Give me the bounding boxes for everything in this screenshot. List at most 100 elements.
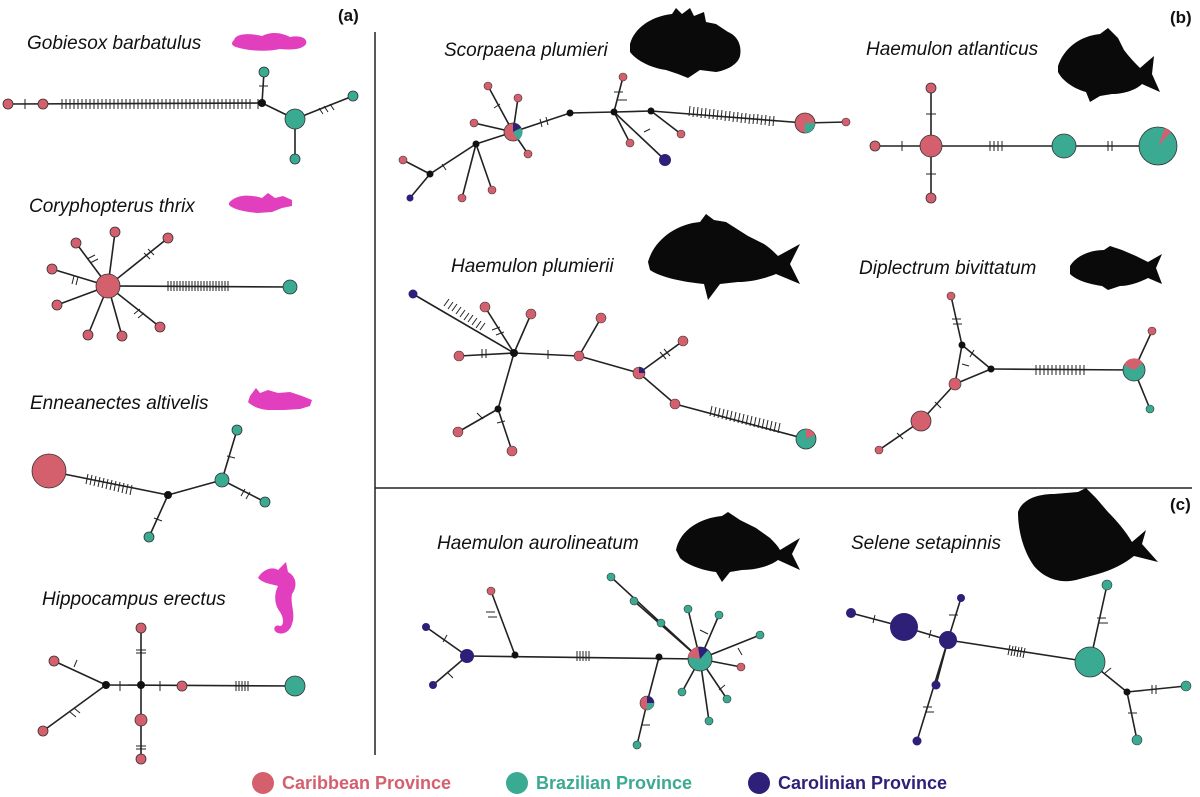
species-name-h-atlanticus: Haemulon atlanticus [866,39,1039,60]
panel-label-b: (b) [1170,8,1192,27]
median-vector-node [494,405,502,413]
haplotype-node [683,604,693,614]
network-selene [846,579,1192,746]
haplotype-node [874,445,884,455]
haplotype-node [676,129,686,139]
haplotype-node [1131,734,1143,746]
haplotype-node [925,82,937,94]
pie-slice [806,429,815,439]
haplotype-node [231,424,243,436]
haplotype-node [677,687,687,697]
pie-slice [688,647,700,659]
legend-label-carolinian: Carolinian Province [778,772,948,793]
pie-slice [639,367,645,373]
haplotype-node [95,273,121,299]
haplotype-node [469,118,479,128]
pie-slice [647,696,654,703]
median-vector-node [958,341,966,349]
haplotype-node [453,350,465,362]
haplotype-node [258,66,270,78]
network-haemulon-atlanticus [869,82,1178,204]
haplotype-node [70,237,82,249]
haplotype-node [625,138,635,148]
haplotype-node [259,496,271,508]
network-haemulon-plumierii [408,289,817,457]
haplotype-node [704,716,714,726]
haplotype-node [659,154,671,166]
haplotype-node [1145,404,1155,414]
median-vector-node [137,681,145,689]
haplotype-node [479,301,491,313]
median-vector-node [987,365,995,373]
median-vector-node [647,107,655,115]
haplotype-node [606,572,616,582]
haplotype-node [632,740,642,750]
species-name-enneanectes: Enneanectes altivelis [30,393,209,414]
coryphopterus-silhouette-icon [228,193,292,213]
haplotype-node [525,308,537,320]
haplotype-node [841,117,851,127]
haplotype-node [154,321,166,333]
haplotype-node [408,289,418,299]
hippocampus-silhouette-icon [258,562,296,634]
haplotype-node [1074,646,1106,678]
network-diplectrum [874,291,1157,455]
diplectrum-silhouette-icon [1070,246,1162,290]
haplotype-node [618,72,628,82]
haplotype-node [143,531,155,543]
haplotype-node [31,453,67,489]
species-name-scorpaena: Scorpaena plumieri [444,40,608,61]
haplotype-node [406,194,414,202]
haplotype-node [910,410,932,432]
median-vector-node [510,349,518,357]
median-vector-node [566,109,574,117]
haplotype-node [629,596,639,606]
species-name-selene: Selene setapinnis [851,533,1001,554]
haplotype-node [176,680,188,692]
haplotype-node [595,312,607,324]
haplotype-node [948,377,962,391]
panel-label-c: (c) [1170,495,1191,514]
haplotype-node [523,149,533,159]
haplotype-node [483,81,493,91]
haplotype-node [429,681,437,689]
haplotype-node [48,655,60,667]
haplotype-node [912,736,922,746]
median-vector-node [655,653,663,661]
legend-item-brazilian: Brazilian Province [506,770,692,796]
pie-slice [647,703,654,710]
median-vector-node [426,170,434,178]
haplotype-node [890,613,918,641]
haplotype-node [134,713,148,727]
legend-label-caribbean: Caribbean Province [282,772,452,793]
haplotype-node [1051,133,1077,159]
haplotype-node [37,98,49,110]
haplotype-node [714,610,724,620]
haplotype-node [347,90,359,102]
haplotype-node [669,398,681,410]
pie-slice [1158,128,1171,146]
median-vector-node [1123,688,1131,696]
haplotype-node [162,232,174,244]
haplotype-node [513,93,523,103]
haplotype-node [939,631,957,649]
species-name-hippocampus: Hippocampus erectus [42,589,226,610]
haplotype-node [573,350,585,362]
haplotype-node [135,622,147,634]
haplotype-node [452,426,464,438]
pie-slice [1124,358,1143,370]
haplotype-node [1180,680,1192,692]
haplotype-node [37,725,49,737]
median-vector-node [102,681,110,689]
haplotype-node [422,623,430,631]
haplotype-node [919,134,943,158]
species-name-coryphopterus: Coryphopterus thrix [29,196,195,217]
haemulon-atlanticus-silhouette-icon [1058,28,1160,102]
scorpaena-silhouette-icon [630,8,741,78]
haplotype-node [284,675,306,697]
median-vector-node [610,108,618,116]
species-name-gobiesox: Gobiesox barbatulus [27,33,202,54]
haplotype-node [957,594,965,602]
